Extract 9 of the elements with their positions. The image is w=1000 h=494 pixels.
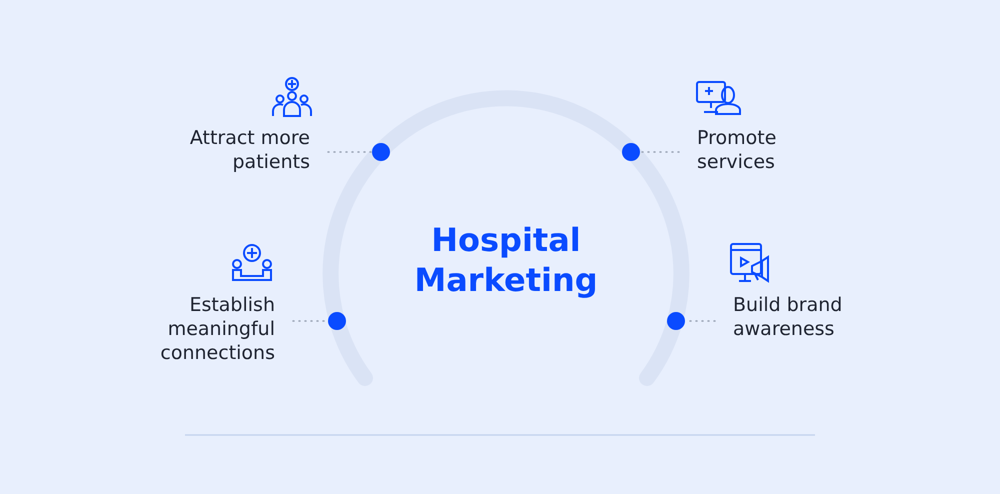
leader-line [639,151,680,153]
marker-dot [372,143,390,161]
goal-label: Promote services [697,126,857,174]
goal-label: Establish meaningful connections [115,293,275,365]
leader-line [327,151,373,153]
goal-label: Build brand awareness [733,293,893,341]
goal-label: Attract more patients [150,126,310,174]
center-heading: Hospital Marketing [413,220,599,300]
marker-dot [622,143,640,161]
